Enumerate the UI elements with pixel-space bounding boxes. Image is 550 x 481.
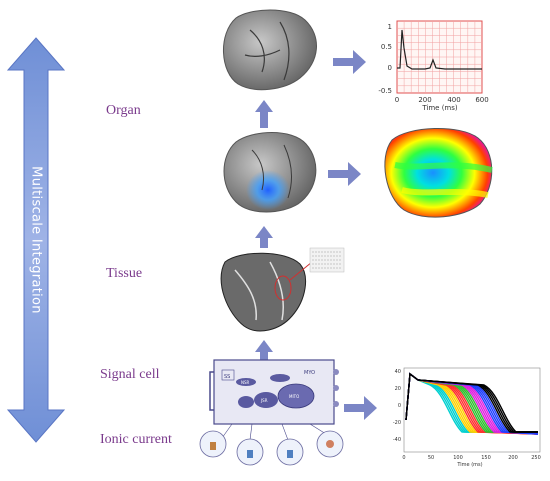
arrow-to-activation-map <box>328 162 361 186</box>
cell-label-nsr: NSR <box>241 380 250 385</box>
action-potential-plot: 40 20 0 -20 -40 0 50 100 150 200 250 Tim… <box>393 367 541 468</box>
ap-xtick-0: 0 <box>402 455 405 461</box>
ap-ytick-0: 0 <box>398 403 401 409</box>
ecg-ytick-1: 1 <box>388 23 392 31</box>
arrow-organ-to-ecg <box>333 50 366 74</box>
ap-trace <box>405 372 538 433</box>
multiscale-double-arrow <box>6 37 66 443</box>
ap-ytick-neg40: -40 <box>393 437 401 443</box>
ecg-ytick-0: 0 <box>388 64 392 72</box>
level-label-signal-cell: Signal cell <box>100 367 160 382</box>
ecg-xtick-400: 400 <box>447 96 460 104</box>
ecg-trace <box>397 29 482 70</box>
activation-map-heart <box>384 128 493 218</box>
organ-heart-activation <box>223 132 317 213</box>
ap-ytick-40: 40 <box>395 369 401 375</box>
level-label-organ: Organ <box>106 103 141 118</box>
cell-label-myo: MYO <box>304 370 315 376</box>
ap-xlabel: Time (ms) <box>456 462 482 468</box>
level-label-tissue: Tissue <box>106 266 143 281</box>
cell-schematic: SS NSR MYO JSR MITO <box>209 359 339 425</box>
ap-xtick-150: 150 <box>481 455 491 461</box>
ap-ytick-neg20: -20 <box>393 420 401 426</box>
tissue-heart <box>220 247 345 332</box>
ion-channels <box>199 423 344 466</box>
organ-heart-mesh <box>223 9 317 91</box>
arrow-up-3 <box>255 340 273 366</box>
ap-xtick-200: 200 <box>508 455 518 461</box>
arrow-up-1 <box>255 100 273 128</box>
arrow-cell-to-ap <box>344 396 377 420</box>
ecg-xtick-200: 200 <box>418 96 431 104</box>
cell-label-ss: SS <box>224 374 230 380</box>
ap-xtick-50: 50 <box>428 455 434 461</box>
ap-xtick-100: 100 <box>453 455 463 461</box>
ecg-ytick-0.5: 0.5 <box>381 43 392 51</box>
ecg-plot: 1 0.5 0 -0.5 0 200 400 600 Time (ms) <box>378 20 489 112</box>
ecg-xtick-600: 600 <box>475 96 488 104</box>
arrow-up-2 <box>255 226 273 248</box>
cell-label-jsr: JSR <box>260 398 268 403</box>
ap-ytick-20: 20 <box>395 386 401 392</box>
ap-xtick-250: 250 <box>531 455 541 461</box>
ecg-xtick-0: 0 <box>395 96 399 104</box>
multiscale-integration-label: Multiscale Integration <box>28 166 44 314</box>
ecg-xlabel: Time (ms) <box>421 104 458 112</box>
cell-label-mito: MITO <box>289 394 299 399</box>
ecg-ytick-neg0.5: -0.5 <box>378 87 392 95</box>
level-label-ionic-current: Ionic current <box>100 432 172 447</box>
